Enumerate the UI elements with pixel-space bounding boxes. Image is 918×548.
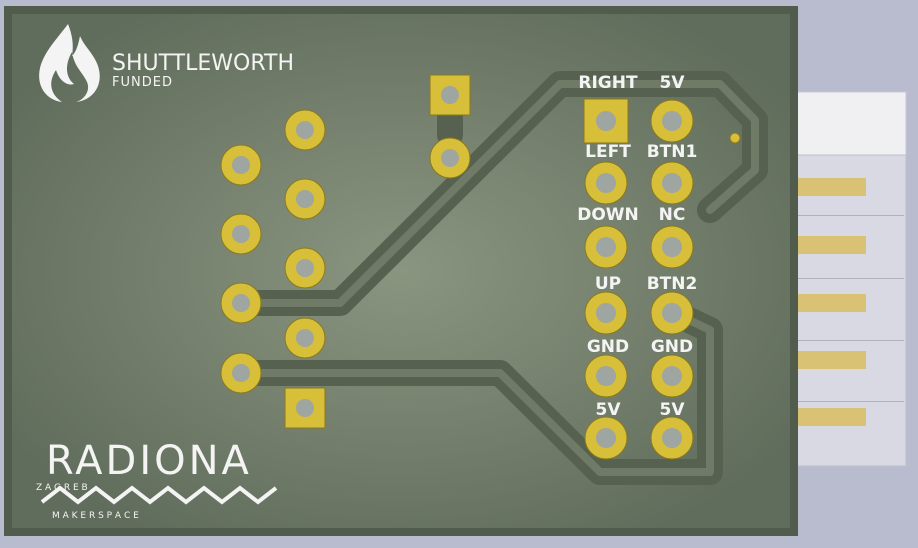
pad bbox=[650, 354, 694, 398]
pin-label-5v: 5V bbox=[596, 400, 622, 420]
pin-label-btn1: BTN1 bbox=[647, 142, 698, 162]
pin-label-5v: 5V bbox=[660, 73, 686, 93]
pin-labels: RIGHT 5V LEFT BTN1 DOWN NC UP BTN2 GND G… bbox=[577, 73, 697, 420]
left-connector-pads bbox=[220, 109, 326, 429]
via bbox=[729, 132, 741, 144]
pad bbox=[220, 213, 262, 255]
pad bbox=[650, 161, 694, 205]
radiona-logo: RADIONA Z A G R E B M A K E R S P A C E bbox=[36, 438, 278, 521]
pin-header-connector bbox=[789, 91, 907, 467]
pad-square bbox=[583, 98, 629, 144]
sponsor-subtitle: FUNDED bbox=[112, 75, 173, 90]
pin-label-left: LEFT bbox=[585, 142, 631, 162]
header-pin bbox=[790, 351, 866, 369]
pad bbox=[584, 291, 628, 335]
pad bbox=[650, 291, 694, 335]
zigzag-icon bbox=[40, 485, 278, 505]
pad bbox=[584, 354, 628, 398]
pad bbox=[584, 161, 628, 205]
shuttleworth-logo: SHUTTLEWORTH FUNDED bbox=[39, 24, 294, 102]
pad bbox=[650, 99, 694, 143]
pin-label-down: DOWN bbox=[577, 205, 639, 225]
pad bbox=[284, 317, 326, 359]
two-pin-pads bbox=[429, 74, 471, 179]
pin-label-up: UP bbox=[595, 274, 621, 294]
pad bbox=[584, 225, 628, 269]
header-pin bbox=[790, 236, 866, 254]
pad-square bbox=[429, 74, 471, 116]
pad bbox=[284, 109, 326, 151]
flame-icon bbox=[39, 24, 100, 102]
pin-label-btn2: BTN2 bbox=[647, 274, 698, 294]
pad bbox=[220, 282, 262, 324]
pad bbox=[429, 137, 471, 179]
header-pin bbox=[790, 294, 866, 312]
header-pin bbox=[790, 408, 866, 426]
radiona-name: RADIONA bbox=[46, 438, 252, 484]
pad bbox=[284, 178, 326, 220]
pin-label-gnd: GND bbox=[651, 337, 693, 357]
pin-label-nc: NC bbox=[659, 205, 686, 225]
pin-label-right: RIGHT bbox=[578, 73, 638, 93]
pad bbox=[220, 352, 262, 394]
radiona-tagline: M A K E R S P A C E bbox=[52, 511, 139, 521]
pad bbox=[584, 416, 628, 460]
pad-square bbox=[284, 387, 326, 429]
pin-label-gnd: GND bbox=[587, 337, 629, 357]
header-pin bbox=[790, 178, 866, 196]
pad bbox=[284, 247, 326, 289]
pad bbox=[220, 144, 262, 186]
header-pads bbox=[583, 98, 694, 460]
pad bbox=[650, 416, 694, 460]
pin-label-5v: 5V bbox=[660, 400, 686, 420]
sponsor-name: SHUTTLEWORTH bbox=[112, 51, 294, 76]
pad bbox=[650, 225, 694, 269]
